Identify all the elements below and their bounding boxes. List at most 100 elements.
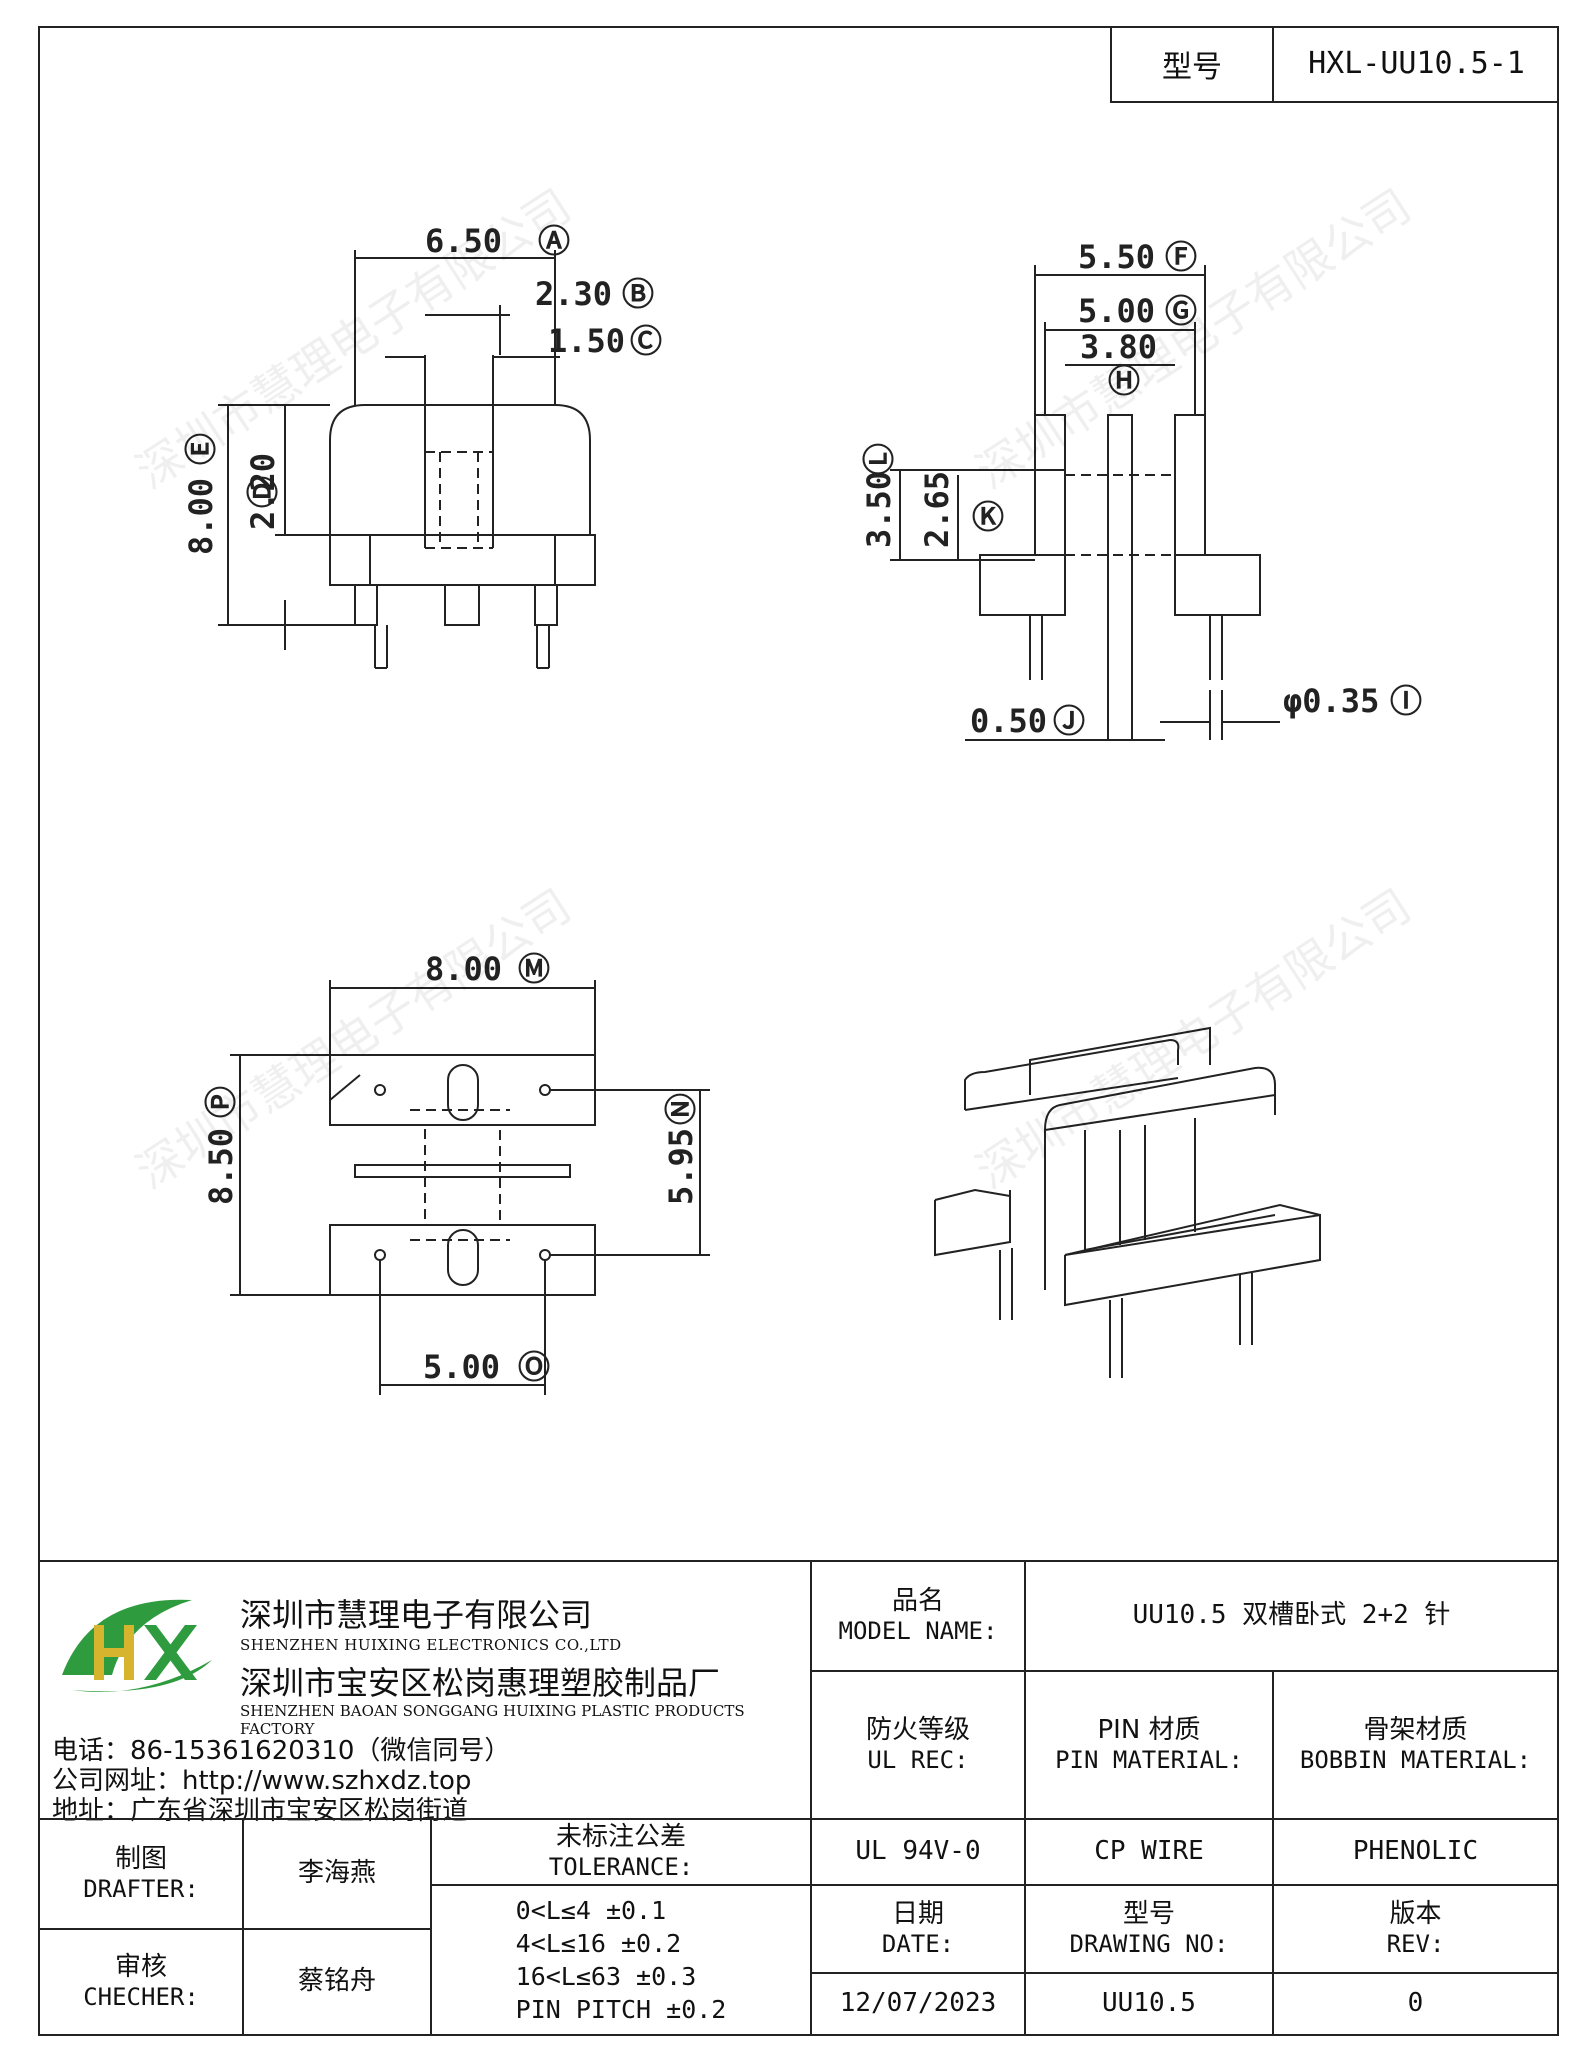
dim-n-value: 5.95 [662, 1128, 700, 1205]
dim-c-letter: Ⓒ [630, 322, 662, 360]
watermarks: 深圳市慧理电子有限公司 深圳市慧理电子有限公司 深圳市慧理电子有限公司 深圳市慧… [127, 178, 1421, 1199]
drafter-name: 李海燕 [297, 1858, 376, 1889]
dim-d-letter: Ⓓ [244, 476, 282, 508]
tolerance-cn: 未标注公差 [555, 1822, 686, 1852]
title-block: 深圳市慧理电子有限公司 SHENZHEN HUIXING ELECTRONICS… [38, 1560, 1559, 2036]
drafter-cn: 制图 [114, 1844, 167, 1874]
pin-material-cn: PIN 材质 [1097, 1715, 1201, 1745]
dim-b-letter: Ⓑ [622, 275, 654, 313]
dim-j-value: 0.50 [970, 702, 1047, 740]
dim-m-letter: Ⓜ [518, 950, 550, 988]
date-en: DATE: [881, 1930, 955, 1959]
dim-i-value: φ0.35 [1283, 682, 1379, 720]
watermark-4: 深圳市慧理电子有限公司 [967, 878, 1421, 1199]
fire-rating-cn: 防火等级 [865, 1715, 970, 1745]
isometric-view [934, 1026, 1321, 1378]
checker-cn: 审核 [114, 1952, 167, 1982]
dim-f-value: 5.50 [1078, 238, 1155, 276]
factory-name-cn: 深圳市宝安区松岗惠理塑胶制品厂 [240, 1664, 721, 1702]
dim-b-value: 2.30 [535, 275, 612, 313]
dim-p-value: 8.50 [202, 1128, 240, 1205]
fire-rating-value-cell: UL 94V-0 [810, 1818, 1026, 1886]
pin-material-value: CP WIRE [1094, 1836, 1204, 1867]
dimension-labels: 6.50 Ⓐ 2.30 Ⓑ 1.50 Ⓒ 2.20 Ⓓ 8.00 Ⓔ 5.50 … [182, 222, 1422, 1386]
drafter-name-cell: 李海燕 [242, 1818, 432, 1930]
dim-e-value: 8.00 [182, 478, 220, 555]
dim-g-letter: Ⓖ [1165, 292, 1197, 330]
pin-material-en: PIN MATERIAL: [1055, 1746, 1243, 1775]
model-label: 型号 [1112, 26, 1274, 101]
drafter-en: DRAFTER: [83, 1875, 199, 1904]
dim-k-value: 2.65 [918, 471, 956, 548]
drawing-no-cn: 型号 [1122, 1899, 1175, 1929]
bobbin-material-cn: 骨架材质 [1363, 1715, 1468, 1745]
drawing-no-label-cell: 型号 DRAWING NO: [1024, 1884, 1274, 1974]
model-header: 型号 HXL-UU10.5-1 [1110, 26, 1559, 103]
date-value: 12/07/2023 [839, 1988, 997, 2019]
dim-l-letter: Ⓛ [860, 443, 898, 475]
company-phone: 电话：86-15361620310（微信同号） [52, 1736, 511, 1766]
top-view [230, 980, 710, 1395]
bobbin-material-en: BOBBIN MATERIAL: [1299, 1746, 1532, 1775]
dim-c-value: 1.50 [548, 322, 625, 360]
tolerance-line: 16<L≤63 ±0.3 [515, 1962, 697, 1991]
tolerance-list: 0<L≤4 ±0.1 4<L≤16 ±0.2 16<L≤63 ±0.3 PIN … [516, 1894, 727, 2026]
rev-value-cell: 0 [1272, 1972, 1559, 2036]
watermark-3: 深圳市慧理电子有限公司 [127, 878, 581, 1199]
dim-h-value: 3.80 [1080, 328, 1157, 366]
rev-label-cell: 版本 REV: [1272, 1884, 1559, 1974]
dim-a-letter: Ⓐ [538, 222, 570, 260]
technical-drawing: 6.50 Ⓐ 2.30 Ⓑ 1.50 Ⓒ 2.20 Ⓓ 8.00 Ⓔ 5.50 … [127, 178, 1422, 1395]
checker-en: CHECHER: [83, 1983, 199, 2012]
company-name-cn: 深圳市慧理电子有限公司 [240, 1596, 593, 1634]
rev-en: REV: [1386, 1930, 1445, 1959]
date-value-cell: 12/07/2023 [810, 1972, 1026, 2036]
dim-o-letter: Ⓞ [518, 1348, 550, 1386]
tolerance-label-cell: 未标注公差 TOLERANCE: [430, 1818, 812, 1886]
pin-material-value-cell: CP WIRE [1024, 1818, 1274, 1886]
company-website: 公司网址：http://www.szhxdz.top [52, 1766, 472, 1796]
bobbin-material-value-cell: PHENOLIC [1272, 1818, 1559, 1886]
fire-rating-label-cell: 防火等级 UL REC: [810, 1670, 1026, 1820]
date-cn: 日期 [891, 1899, 944, 1929]
pin-material-label-cell: PIN 材质 PIN MATERIAL: [1024, 1670, 1274, 1820]
drawing-no-en: DRAWING NO: [1069, 1930, 1229, 1959]
hx-logo-icon [62, 1599, 212, 1692]
dim-h-letter: Ⓗ [1108, 362, 1140, 400]
dim-a-value: 6.50 [425, 222, 502, 260]
tolerance-values-cell: 0<L≤4 ±0.1 4<L≤16 ±0.2 16<L≤63 ±0.3 PIN … [430, 1884, 812, 2036]
drawing-no-value: UU10.5 [1102, 1988, 1196, 2019]
dim-o-value: 5.00 [423, 1348, 500, 1386]
watermark-1: 深圳市慧理电子有限公司 [127, 178, 581, 499]
company-address: 地址：广东省深圳市宝安区松岗街道 [52, 1796, 469, 1826]
dim-p-letter: Ⓟ [202, 1086, 240, 1118]
fire-rating-value: UL 94V-0 [855, 1836, 981, 1867]
fire-rating-en: UL REC: [867, 1746, 969, 1775]
dim-m-value: 8.00 [425, 950, 502, 988]
tolerance-line: PIN PITCH ±0.2 [515, 1995, 727, 2024]
dim-i-letter: Ⓘ [1390, 682, 1422, 720]
model-name-value: UU10.5 双槽卧式 2+2 针 [1132, 1600, 1451, 1631]
checker-label-cell: 审核 CHECHER: [38, 1928, 244, 2036]
tolerance-line: 4<L≤16 ±0.2 [515, 1929, 682, 1958]
dim-e-letter: Ⓔ [182, 433, 220, 465]
rev-value: 0 [1407, 1988, 1424, 2019]
factory-name-en: SHENZHEN BAOAN SONGGANG HUIXING PLASTIC … [240, 1702, 745, 1738]
dim-d-value: 2.20 [244, 453, 282, 530]
rev-cn: 版本 [1389, 1899, 1442, 1929]
date-label-cell: 日期 DATE: [810, 1884, 1026, 1974]
company-name-en: SHENZHEN HUIXING ELECTRONICS CO.,LTD [240, 1636, 622, 1654]
drafter-label-cell: 制图 DRAFTER: [38, 1818, 244, 1930]
company-info: 深圳市慧理电子有限公司 SHENZHEN HUIXING ELECTRONICS… [38, 1560, 812, 1826]
model-name-en: MODEL NAME: [838, 1617, 998, 1646]
front-view [218, 250, 596, 669]
checker-name: 蔡铭舟 [297, 1966, 376, 1997]
model-name-label-cell: 品名 MODEL NAME: [810, 1560, 1026, 1672]
dim-k-letter: Ⓚ [972, 498, 1004, 536]
side-view [890, 265, 1280, 741]
checker-name-cell: 蔡铭舟 [242, 1928, 432, 2036]
bobbin-material-label-cell: 骨架材质 BOBBIN MATERIAL: [1272, 1670, 1559, 1820]
tolerance-line: 0<L≤4 ±0.1 [515, 1896, 667, 1925]
model-value: HXL-UU10.5-1 [1308, 46, 1525, 81]
dim-f-letter: Ⓕ [1165, 238, 1197, 276]
